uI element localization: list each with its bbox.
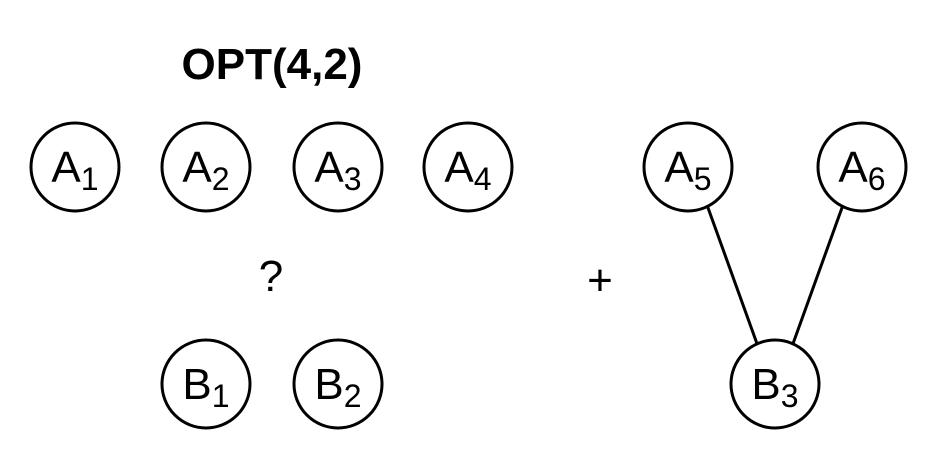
question-mark: ? bbox=[259, 252, 283, 301]
node-a1-sub: 1 bbox=[81, 161, 99, 197]
node-b3: B3 bbox=[729, 338, 821, 430]
node-a6-sub: 6 bbox=[868, 161, 886, 197]
node-b2: B2 bbox=[292, 338, 384, 430]
node-a4: A4 bbox=[422, 121, 514, 213]
diagram-title: OPT(4,2) bbox=[182, 40, 363, 89]
plus-sign: + bbox=[587, 256, 613, 305]
node-a4-sub: 4 bbox=[474, 161, 492, 197]
svg-text:B3: B3 bbox=[751, 360, 798, 414]
node-a5: A5 bbox=[642, 121, 734, 213]
node-a2: A2 bbox=[160, 121, 252, 213]
node-a3-letter: A bbox=[314, 143, 344, 192]
svg-text:A4: A4 bbox=[444, 143, 491, 197]
node-a2-letter: A bbox=[182, 143, 212, 192]
svg-text:A3: A3 bbox=[314, 143, 361, 197]
node-a3-sub: 3 bbox=[344, 161, 362, 197]
node-a5-letter: A bbox=[664, 143, 694, 192]
node-a6-letter: A bbox=[838, 143, 868, 192]
edge-a6-b3 bbox=[788, 204, 845, 353]
svg-text:A2: A2 bbox=[182, 143, 229, 197]
node-b1-sub: 1 bbox=[212, 378, 230, 414]
node-b2-sub: 2 bbox=[344, 378, 362, 414]
node-b3-letter: B bbox=[751, 360, 780, 409]
svg-text:A6: A6 bbox=[838, 143, 885, 197]
edge-a5-b3 bbox=[705, 204, 762, 353]
node-b3-sub: 3 bbox=[781, 378, 799, 414]
svg-text:B2: B2 bbox=[314, 360, 361, 414]
node-a6: A6 bbox=[816, 121, 908, 213]
svg-text:A1: A1 bbox=[51, 143, 98, 197]
node-a4-letter: A bbox=[444, 143, 474, 192]
node-a2-sub: 2 bbox=[212, 161, 230, 197]
node-b1-letter: B bbox=[182, 360, 211, 409]
node-a5-sub: 5 bbox=[694, 161, 712, 197]
node-a1-letter: A bbox=[51, 143, 81, 192]
node-a3: A3 bbox=[292, 121, 384, 213]
node-a1: A1 bbox=[29, 121, 121, 213]
svg-text:B1: B1 bbox=[182, 360, 229, 414]
svg-text:A5: A5 bbox=[664, 143, 711, 197]
node-b2-letter: B bbox=[314, 360, 343, 409]
node-b1: B1 bbox=[160, 338, 252, 430]
